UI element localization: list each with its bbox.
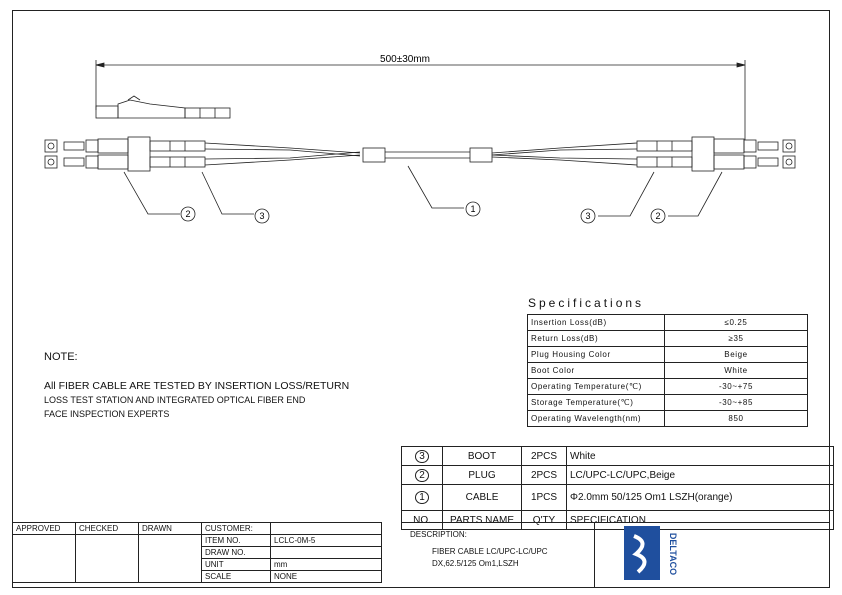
table-row: 2 PLUG 2PCS LC/UPC-LC/UPC,Beige: [401, 465, 834, 485]
table-row: Operating Temperature(℃)-30~+75: [527, 378, 808, 395]
dimension-line: [95, 60, 746, 140]
header-no: NO.: [401, 510, 443, 530]
part-name: CABLE: [442, 484, 522, 511]
callout-leaders: [123, 165, 723, 217]
specifications-title: Specifications: [528, 296, 645, 310]
spec-name: Boot Color: [527, 362, 665, 379]
customer-label: CUSTOMER:: [201, 522, 271, 535]
parts-table: 3 BOOT 2PCS White 2 PLUG 2PCS LC/UPC-LC/…: [401, 446, 834, 530]
spec-value: 850: [664, 410, 808, 427]
part-spec: Φ2.0mm 50/125 Om1 LSZH(orange): [566, 484, 834, 511]
approved-label: APPROVED: [12, 522, 76, 535]
callout-3-right: 3: [585, 211, 590, 221]
spec-name: Operating Wavelength(nm): [527, 410, 665, 427]
drawn-label: DRAWN: [138, 522, 202, 535]
item-label: ITEM NO.: [201, 534, 271, 547]
drawing-frame: [12, 10, 830, 588]
part-spec: LC/UPC-LC/UPC,Beige: [566, 465, 834, 485]
logo-text: DELTACO: [668, 533, 678, 575]
scale-label: SCALE: [201, 570, 271, 583]
table-row: 3 BOOT 2PCS White: [401, 446, 834, 466]
description-line-2: DX,62.5/125 Om1,LSZH: [432, 559, 519, 568]
main-cable: [362, 147, 493, 163]
deltaco-logo: DELTACO: [624, 526, 678, 580]
note-line-3: FACE INSPECTION EXPERTS: [44, 409, 170, 419]
callout-3-left: 3: [259, 211, 264, 221]
dimension-label: 500±30mm: [380, 54, 430, 65]
checked-label: CHECKED: [75, 522, 139, 535]
part-no-circle: 2: [415, 468, 429, 482]
spec-value: Beige: [664, 346, 808, 363]
spec-value: ≥35: [664, 330, 808, 347]
table-row: 1 CABLE 1PCS Φ2.0mm 50/125 Om1 LSZH(oran…: [401, 484, 834, 511]
description-block: [401, 522, 830, 589]
spec-name: Plug Housing Color: [527, 346, 665, 363]
left-connectors: [44, 136, 361, 172]
table-row: Storage Temperature(℃)-30~+85: [527, 394, 808, 411]
draw-label: DRAW NO.: [201, 546, 271, 559]
part-qty: 2PCS: [521, 446, 567, 466]
table-row: Operating Wavelength(nm)850: [527, 410, 808, 427]
part-no: 1: [401, 484, 443, 511]
header-qty: Q'TY: [521, 510, 567, 530]
callout-2-right: 2: [655, 211, 660, 221]
table-row: Insertion Loss(dB)≤0.25: [527, 314, 808, 331]
part-no: 2: [401, 465, 443, 485]
part-no-circle: 1: [415, 491, 429, 504]
spec-value: -30~+85: [664, 394, 808, 411]
title-block: APPROVED CHECKED DRAWN CUSTOMER: ITEM NO…: [12, 522, 382, 583]
header-spec: SPECIFICATION: [566, 510, 834, 530]
part-qty: 1PCS: [521, 484, 567, 511]
part-name: BOOT: [442, 446, 522, 466]
spec-name: Operating Temperature(℃): [527, 378, 665, 395]
scale-value: NONE: [270, 570, 382, 583]
spec-value: White: [664, 362, 808, 379]
callout-circles: [180, 201, 666, 224]
part-qty: 2PCS: [521, 465, 567, 485]
part-no: 3: [401, 446, 443, 466]
unit-label: UNIT: [201, 558, 271, 571]
description-label: DESCRIPTION:: [410, 530, 467, 539]
description-line-1: FIBER CABLE LC/UPC-LC/UPC: [432, 547, 548, 556]
note-line-1: All FIBER CABLE ARE TESTED BY INSERTION …: [44, 380, 350, 392]
table-header: NO. PARTS NAME Q'TY SPECIFICATION: [401, 510, 834, 530]
specifications-table: Insertion Loss(dB)≤0.25 Return Loss(dB)≥…: [527, 314, 808, 427]
note-title: NOTE:: [44, 351, 78, 363]
part-no-circle: 3: [415, 449, 429, 463]
spec-name: Storage Temperature(℃): [527, 394, 665, 411]
part-spec: White: [566, 446, 834, 466]
header-name: PARTS NAME: [442, 510, 522, 530]
logo-box: [624, 526, 660, 580]
right-connectors: [491, 136, 796, 172]
detail-connector: [95, 95, 231, 119]
table-row: Return Loss(dB)≥35: [527, 330, 808, 347]
spec-name: Insertion Loss(dB): [527, 314, 665, 331]
spec-value: ≤0.25: [664, 314, 808, 331]
spec-value: -30~+75: [664, 378, 808, 395]
part-name: PLUG: [442, 465, 522, 485]
item-value: LCLC-0M-5: [270, 534, 382, 547]
spec-name: Return Loss(dB): [527, 330, 665, 347]
logo-mark: [632, 534, 647, 574]
callout-2-left: 2: [185, 209, 190, 219]
note-line-2: LOSS TEST STATION AND INTEGRATED OPTICAL…: [44, 395, 306, 405]
unit-value: mm: [270, 558, 382, 571]
description-divider: [594, 522, 595, 588]
callout-1: 1: [470, 204, 475, 214]
cable-drawing: 500±30mm: [44, 54, 796, 224]
